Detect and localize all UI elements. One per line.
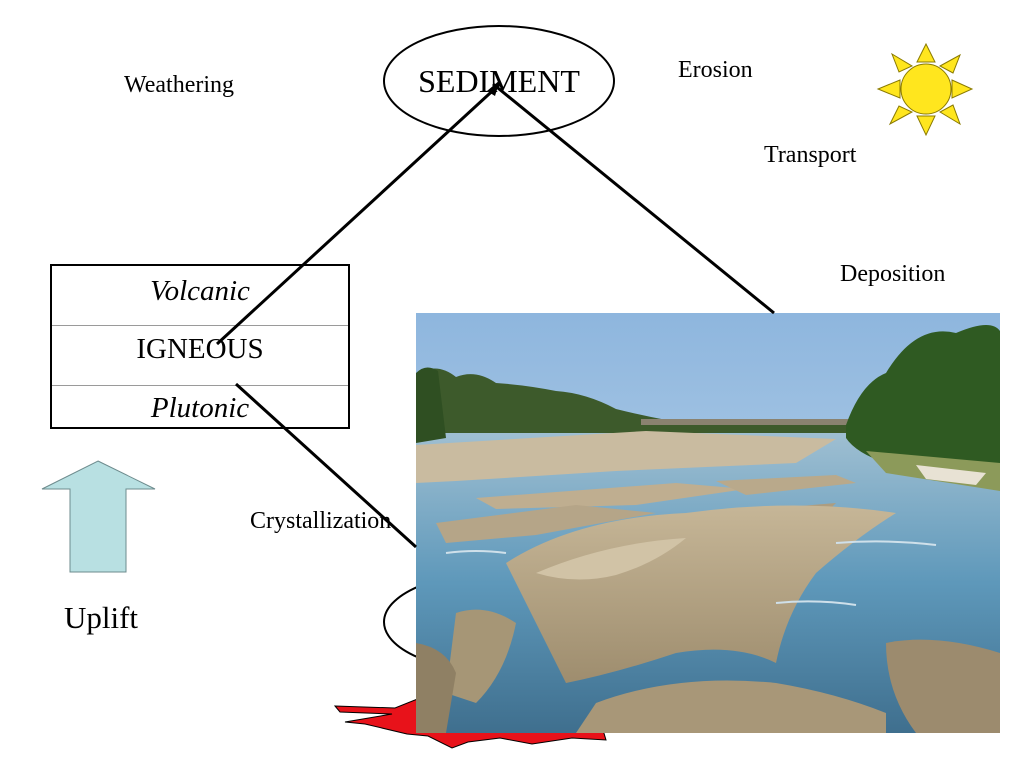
plutonic-label: Plutonic bbox=[150, 392, 250, 424]
up-arrow-icon bbox=[41, 460, 156, 573]
igneous-box[interactable]: Volcanic IGNEOUS Plutonic bbox=[50, 264, 350, 429]
erosion-label: Erosion bbox=[678, 57, 753, 83]
weathering-label: Weathering bbox=[124, 72, 235, 98]
volcanic-label: Volcanic bbox=[52, 266, 348, 326]
river-sandbar-photo bbox=[416, 313, 1000, 733]
igneous-label: IGNEOUS bbox=[52, 325, 348, 386]
sun-icon bbox=[876, 42, 974, 137]
crystallization-label: Crystallization bbox=[250, 508, 392, 534]
uplift-label: Uplift bbox=[64, 600, 139, 635]
sediment-label[interactable]: SEDIMENT bbox=[418, 63, 580, 99]
transport-label: Transport bbox=[764, 142, 857, 168]
deposition-label: Deposition bbox=[840, 261, 946, 287]
